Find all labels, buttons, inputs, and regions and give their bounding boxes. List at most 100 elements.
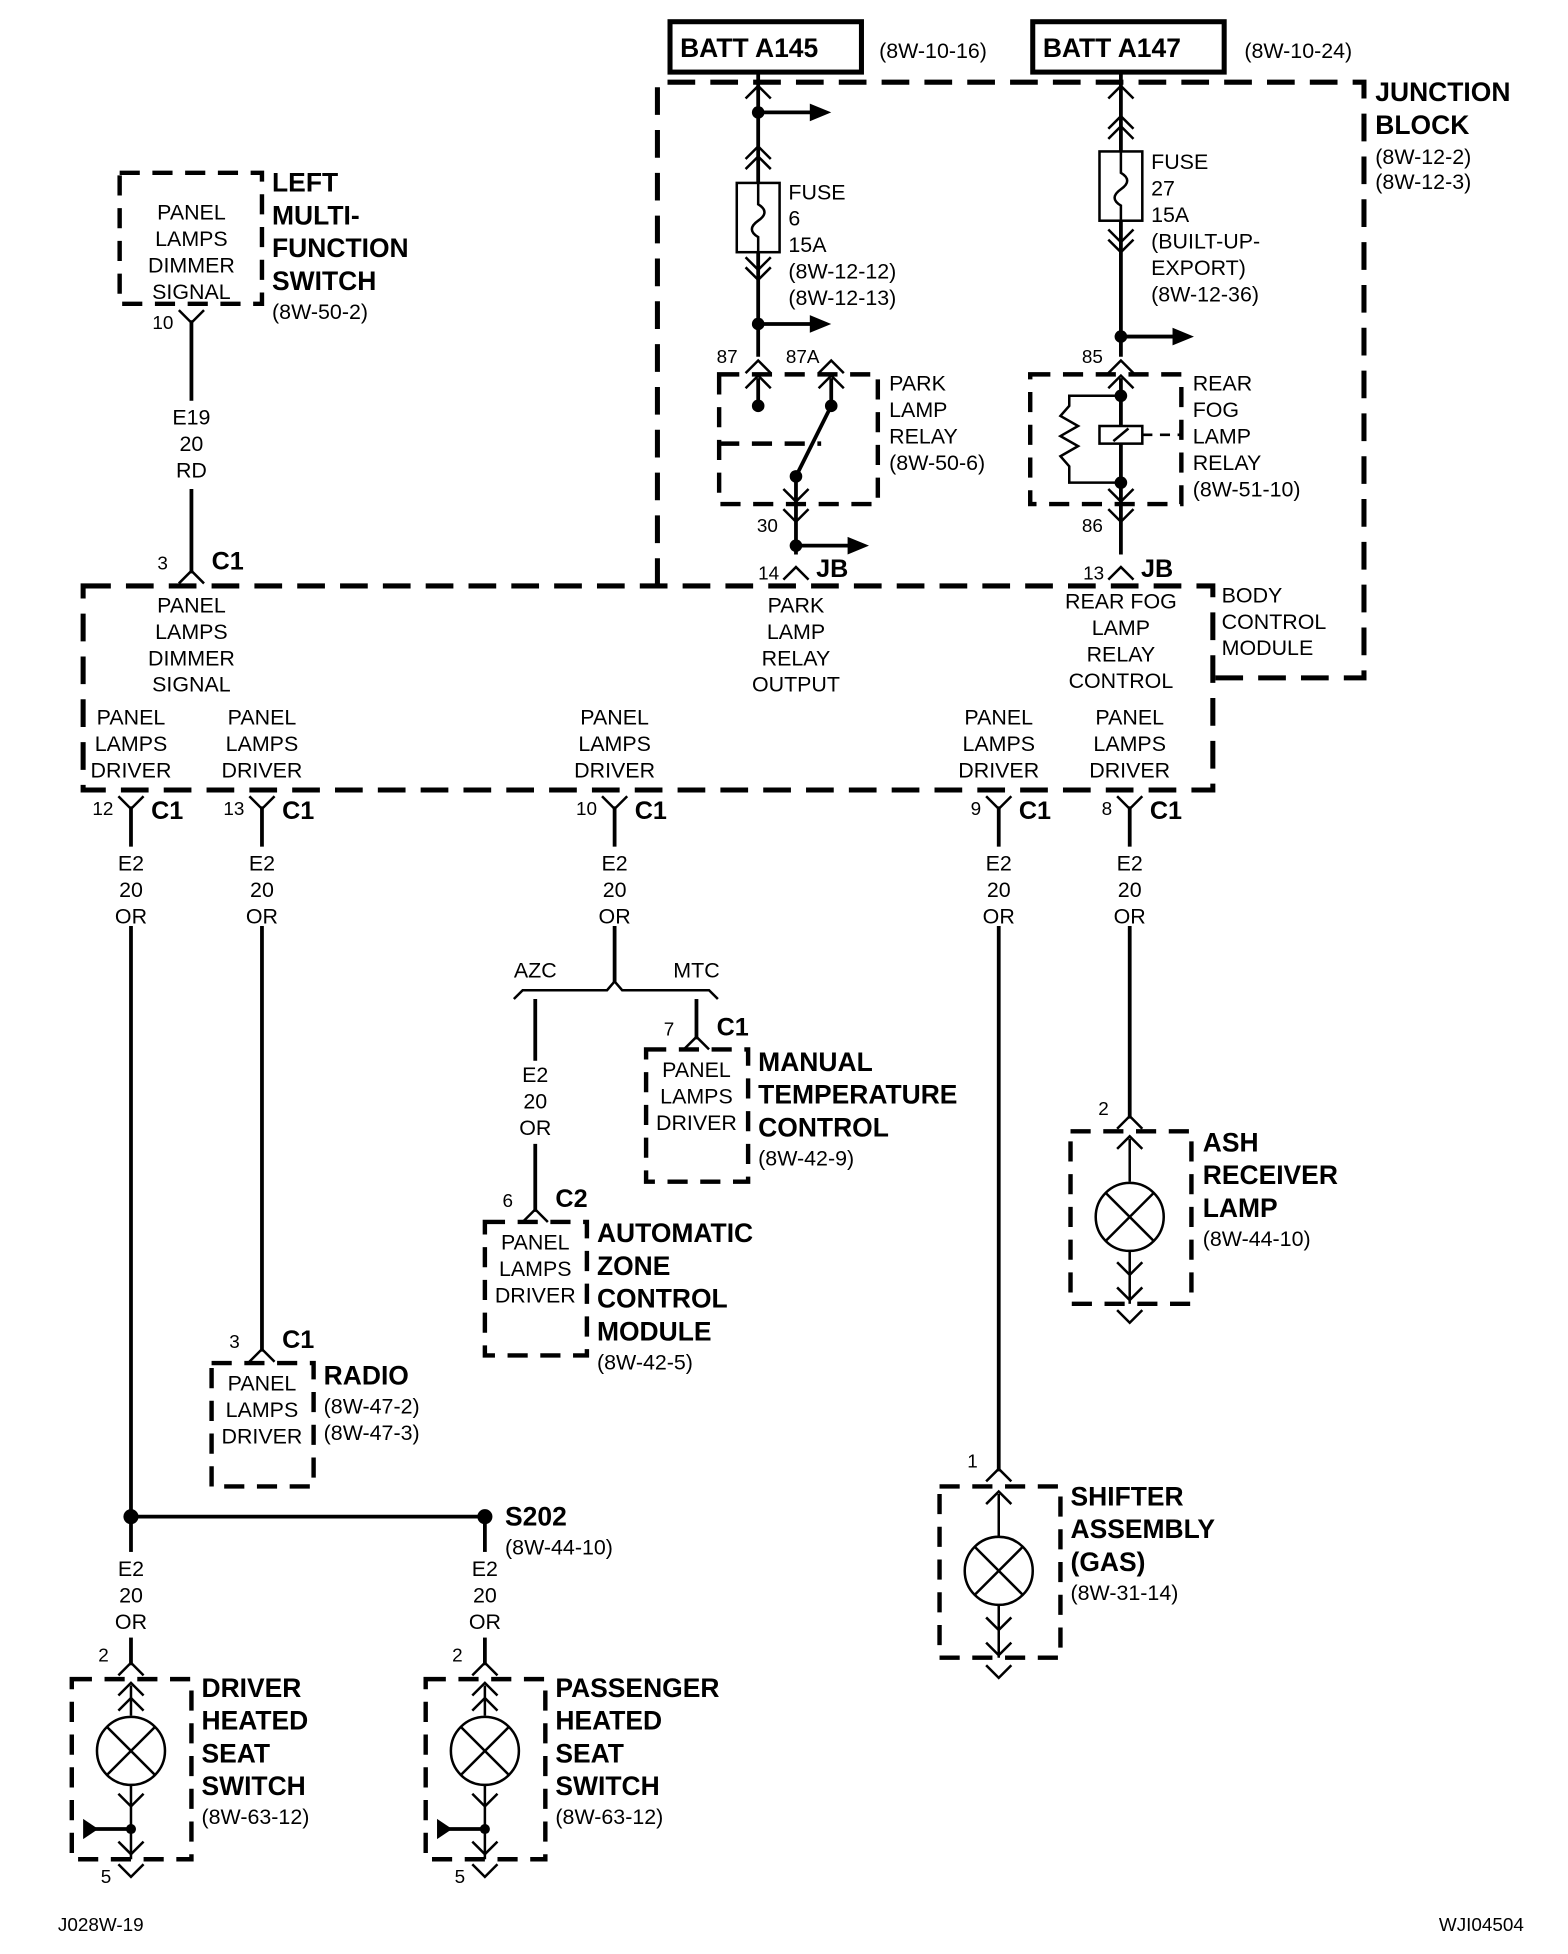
- fuse6-ref1: (8W-12-12): [788, 260, 896, 284]
- splice-ref: (8W-44-10): [505, 1535, 613, 1559]
- connector-male-icon: [117, 1681, 145, 1697]
- bcm-title-3: MODULE: [1222, 636, 1314, 660]
- connector-male-icon: [117, 1660, 145, 1677]
- lmfs-title-2: MULTI-: [272, 200, 360, 230]
- fuse27-note1: (BUILT-UP-: [1151, 229, 1260, 253]
- bcm-conn-jb-13: JB: [1141, 555, 1173, 583]
- resistor-icon: [1057, 394, 1121, 484]
- fuse27-circuit: FUSE 27 15A (BUILT-UP- EXPORT) (8W-12-36…: [1098, 72, 1260, 357]
- rear-fog-lamp-relay: 85 86 REAR FOG LAMP RELAY (8W-51-10): [1028, 347, 1301, 555]
- seat-title-3: SEAT: [555, 1738, 624, 1768]
- lamp-bulb-icon: [449, 1715, 521, 1787]
- fuse6-label: FUSE: [788, 180, 845, 204]
- connector-male-icon: [471, 1660, 499, 1677]
- ash-title-3: LAMP: [1203, 1193, 1278, 1223]
- splice-s202: S202 (8W-44-10): [123, 925, 613, 1559]
- wire-e19-color: RD: [176, 459, 207, 483]
- wire-id: E2: [118, 852, 144, 876]
- lmfs-inner-4: SIGNAL: [152, 280, 231, 304]
- connector-female-icon: [117, 1863, 145, 1879]
- jb-ref-1: (8W-12-2): [1375, 145, 1471, 169]
- jb-title-1: JUNCTION: [1375, 77, 1510, 107]
- park-relay-title-3: RELAY: [889, 425, 958, 449]
- seat-pin-bottom: 5: [101, 1867, 112, 1888]
- wire-azc-color: OR: [519, 1116, 551, 1140]
- bcm-output-label-2: LAMPS: [95, 732, 168, 756]
- junction-block-title: JUNCTION BLOCK (8W-12-2) (8W-12-3): [1375, 77, 1510, 194]
- lamp-bulb-icon: [963, 1535, 1034, 1607]
- mtc-pin: 7: [664, 1020, 675, 1041]
- bcm-output-label-2: LAMPS: [1093, 732, 1166, 756]
- wire-id: E2: [249, 852, 275, 876]
- seat-title-2: HEATED: [555, 1706, 662, 1736]
- connector-female-icon: [471, 1840, 499, 1856]
- hvac-branch: AZC MTC E2 20 OR: [512, 925, 720, 1224]
- ash-pin: 2: [1098, 1099, 1109, 1120]
- bcm-pin-3: 3: [157, 554, 168, 575]
- lmfs-title-1: LEFT: [272, 168, 338, 198]
- bcm-output-label-1: PANEL: [1095, 705, 1164, 729]
- wire-color: OR: [983, 904, 1015, 928]
- ash-title-1: ASH: [1203, 1127, 1259, 1157]
- connector-female-icon: [117, 1840, 145, 1856]
- lmfs-title-3: FUNCTION: [272, 233, 409, 263]
- fuse6-circuit: FUSE 6 15A (8W-12-12) (8W-12-13): [735, 72, 896, 357]
- radio-inner-2: LAMPS: [226, 1398, 299, 1422]
- connector-female-icon: [471, 1792, 499, 1809]
- wire-color: OR: [115, 1610, 147, 1634]
- automatic-zone-control-module: 6 C2 PANEL LAMPS DRIVER AUTOMATIC ZONE C…: [482, 1185, 753, 1374]
- bcm-in3-l1: REAR FOG: [1065, 590, 1177, 614]
- wire-color: OR: [1114, 904, 1146, 928]
- connector-female-icon: [117, 1792, 145, 1809]
- bcm-in2-l3: RELAY: [762, 646, 831, 670]
- azc-inner-2: LAMPS: [499, 1257, 572, 1281]
- radio-title: RADIO: [324, 1360, 409, 1390]
- left-multi-function-switch: PANEL LAMPS DIMMER SIGNAL LEFT MULTI- FU…: [117, 168, 409, 585]
- mtc-inner-3: DRIVER: [656, 1111, 737, 1135]
- park-relay-title-1: PARK: [889, 372, 946, 396]
- lmfs-inner-1: PANEL: [157, 200, 226, 224]
- bcm-outline: [80, 583, 1216, 793]
- wire-id: E2: [1117, 852, 1143, 876]
- seat-pin-bottom: 5: [455, 1867, 466, 1888]
- bcm-output-conn: C1: [1019, 797, 1051, 825]
- heated-seats: E220OR25DRIVERHEATEDSEATSWITCH(8W-63-12)…: [69, 1516, 719, 1888]
- batt-a145-ref: (8W-10-16): [879, 39, 987, 63]
- mtc-title-1: MANUAL: [758, 1047, 873, 1077]
- ash-ref: (8W-44-10): [1203, 1227, 1311, 1251]
- azc-title-4: MODULE: [597, 1316, 712, 1346]
- bcm-output-label-3: DRIVER: [1089, 758, 1170, 782]
- seat-pin-top: 2: [452, 1646, 463, 1667]
- azc-title-1: AUTOMATIC: [597, 1218, 753, 1248]
- wire-id: E2: [986, 852, 1012, 876]
- radio: 3 C1 PANEL LAMPS DRIVER RADIO (8W-47-2) …: [209, 925, 420, 1489]
- bcm-output-label-1: PANEL: [97, 705, 166, 729]
- junction-block-outline: [654, 79, 1367, 681]
- fuse6-rating: 15A: [788, 233, 827, 257]
- pin-86: 86: [1082, 516, 1103, 537]
- shifter-assembly: 1 SHIFTER ASSEMBLY (GAS) (8W-31-14): [937, 925, 1216, 1680]
- bcm-output-conn: C1: [635, 797, 667, 825]
- bcm-in2-l2: LAMP: [767, 620, 825, 644]
- wire-azc-gauge: 20: [523, 1090, 547, 1114]
- bcm-output-label-3: DRIVER: [222, 758, 303, 782]
- pin-87a: 87A: [786, 347, 820, 368]
- seat-title-4: SWITCH: [555, 1771, 659, 1801]
- fuse27-label: FUSE: [1151, 150, 1208, 174]
- shifter-title-2: ASSEMBLY: [1071, 1514, 1216, 1544]
- arrow-right-icon: [1172, 327, 1194, 346]
- park-relay-title-2: LAMP: [889, 398, 947, 422]
- shifter-title-1: SHIFTER: [1071, 1481, 1184, 1511]
- mtc-title-3: CONTROL: [758, 1112, 889, 1142]
- bcm-output-conn: C1: [1150, 797, 1182, 825]
- wire-color: OR: [115, 904, 147, 928]
- batt-a145-label: BATT A145: [680, 33, 818, 63]
- jb-title-2: BLOCK: [1375, 110, 1469, 140]
- body-control-module: BODY CONTROL MODULE PANEL LAMPS DIMMER S…: [80, 555, 1326, 793]
